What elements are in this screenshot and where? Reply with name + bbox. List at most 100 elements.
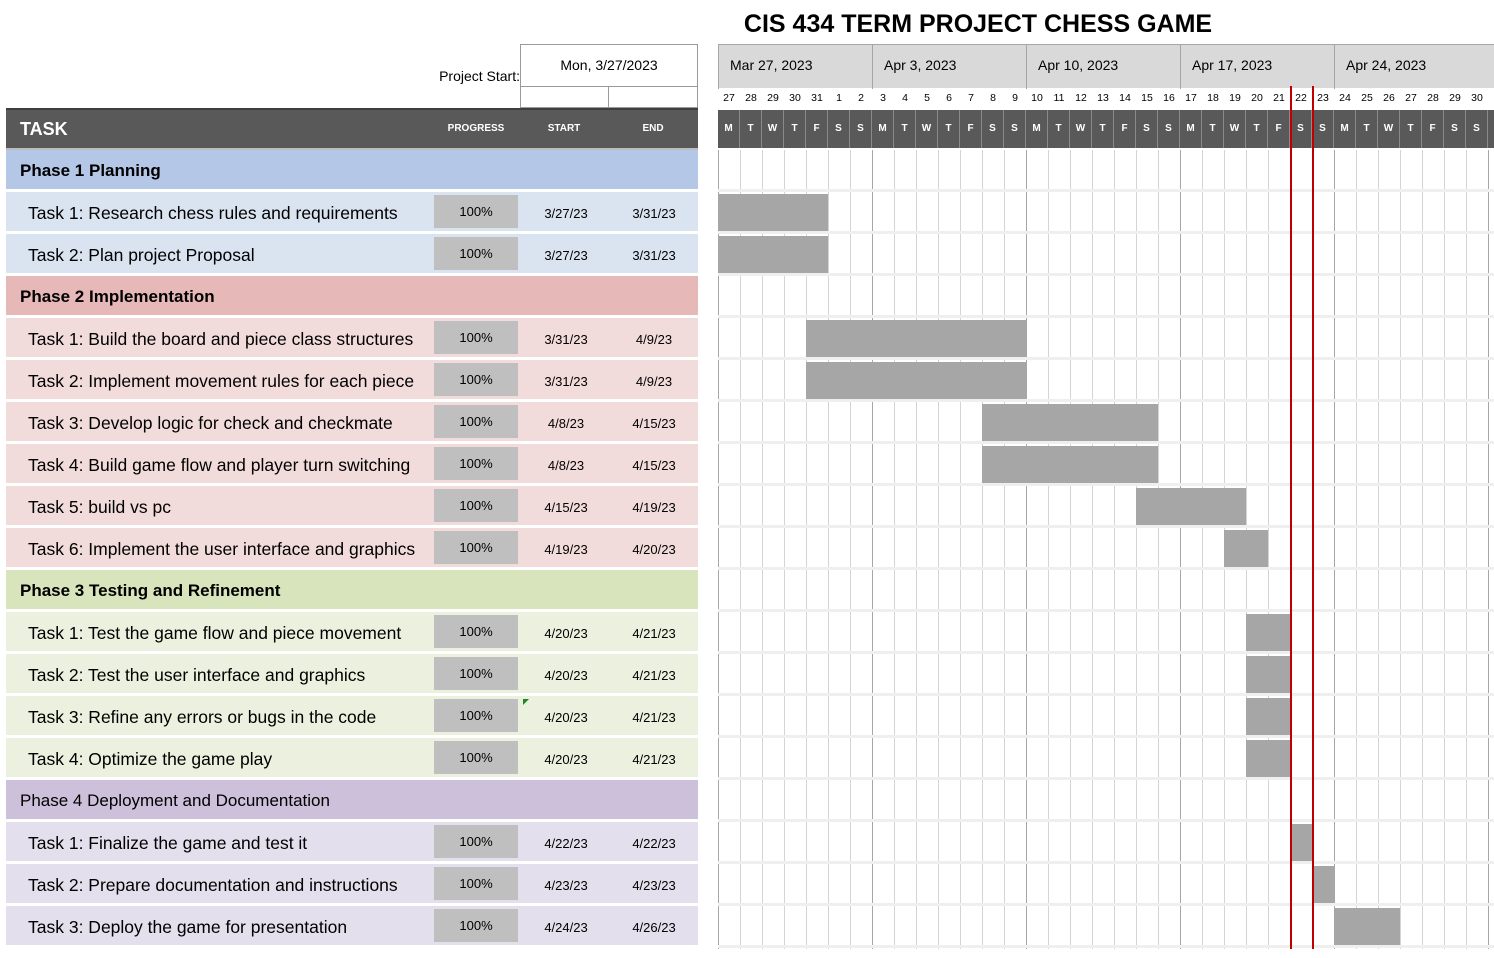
task-start-date[interactable]: 4/15/23 [544, 500, 588, 515]
gantt-bar[interactable] [1246, 698, 1290, 735]
task-progress[interactable]: 100% [434, 447, 518, 480]
task-progress[interactable]: 100% [434, 825, 518, 858]
gantt-bar[interactable] [1136, 488, 1246, 525]
task-start-date[interactable]: 3/27/23 [544, 248, 588, 263]
task-name: Task 1: Research chess rules and require… [28, 203, 398, 223]
task-progress[interactable]: 100% [434, 321, 518, 354]
task-row[interactable]: Task 3: Refine any errors or bugs in the… [6, 696, 698, 738]
task-progress[interactable]: 100% [434, 741, 518, 774]
task-progress[interactable]: 100% [434, 909, 518, 942]
task-end-date[interactable]: 4/23/23 [632, 878, 676, 893]
task-progress[interactable]: 100% [434, 531, 518, 564]
grid-line [1070, 150, 1071, 949]
project-start-cell-left[interactable] [520, 87, 609, 108]
task-start-date[interactable]: 4/8/23 [547, 416, 585, 431]
grid-row-separator [718, 483, 1494, 486]
week-label-text: Apr 3, 2023 [884, 57, 957, 73]
task-start-date[interactable]: 4/20/23 [544, 626, 588, 641]
task-start-date[interactable]: 3/27/23 [544, 206, 588, 221]
gantt-bar[interactable] [1312, 866, 1334, 903]
task-start-date[interactable]: 4/22/23 [544, 836, 588, 851]
gantt-bar[interactable] [806, 320, 1026, 357]
task-progress[interactable]: 100% [434, 657, 518, 690]
task-row[interactable]: Task 1: Test the game flow and piece mov… [6, 612, 698, 654]
task-progress[interactable]: 100% [434, 363, 518, 396]
task-progress[interactable]: 100% [434, 615, 518, 648]
day-number: 23 [1317, 92, 1329, 104]
task-end-date[interactable]: 4/15/23 [632, 458, 676, 473]
task-end-date[interactable]: 3/31/23 [632, 248, 676, 263]
today-marker-line [1312, 86, 1314, 949]
task-row[interactable]: Task 3: Deploy the game for presentation… [6, 906, 698, 948]
phase-name: Phase 4 Deployment and Documentation [20, 791, 330, 810]
task-end-date[interactable]: 4/9/23 [635, 332, 673, 347]
day-number: 29 [767, 92, 779, 104]
project-start-input[interactable]: Mon, 3/27/2023 [520, 44, 698, 87]
task-end-date[interactable]: 4/22/23 [632, 836, 676, 851]
task-end-date[interactable]: 4/21/23 [632, 710, 676, 725]
gantt-bar[interactable] [806, 362, 1026, 399]
task-progress[interactable]: 100% [434, 867, 518, 900]
header-progress: PROGRESS [447, 123, 505, 134]
day-number: 15 [1141, 92, 1153, 104]
task-start-date[interactable]: 4/20/23 [544, 752, 588, 767]
task-row[interactable]: Task 3: Develop logic for check and chec… [6, 402, 698, 444]
task-name: Task 4: Build game flow and player turn … [28, 455, 411, 475]
task-end-date[interactable]: 4/9/23 [635, 374, 673, 389]
task-end-date[interactable]: 4/21/23 [632, 752, 676, 767]
gantt-bar[interactable] [982, 404, 1158, 441]
grid-line [1180, 150, 1181, 949]
task-start-date[interactable]: 4/23/23 [544, 878, 588, 893]
task-name: Task 2: Prepare documentation and instru… [28, 875, 398, 895]
task-row[interactable]: Task 4: Optimize the game play 100% 4/20/2… [6, 738, 698, 780]
task-end-date[interactable]: 3/31/23 [632, 206, 676, 221]
task-end-date[interactable]: 4/26/23 [632, 920, 676, 935]
task-row[interactable]: Task 1: Research chess rules and require… [6, 192, 698, 234]
task-start-date[interactable]: 3/31/23 [544, 332, 588, 347]
task-start-date[interactable]: 4/19/23 [544, 542, 588, 557]
comment-indicator-icon[interactable] [523, 699, 529, 705]
day-letter: S [1004, 110, 1026, 148]
task-end-date[interactable]: 4/21/23 [632, 626, 676, 641]
gantt-bar[interactable] [718, 236, 828, 273]
grid-row-separator [718, 777, 1494, 780]
task-row[interactable]: Task 1: Build the board and piece class … [6, 318, 698, 360]
gantt-bar[interactable] [718, 194, 828, 231]
task-row[interactable]: Task 2: Implement movement rules for eac… [6, 360, 698, 402]
gantt-bar[interactable] [1334, 908, 1400, 945]
task-end-date[interactable]: 4/20/23 [632, 542, 676, 557]
grid-line [718, 150, 719, 949]
task-progress[interactable]: 100% [434, 195, 518, 228]
task-end-date[interactable]: 4/21/23 [632, 668, 676, 683]
task-progress[interactable]: 100% [434, 489, 518, 522]
task-row[interactable]: Task 2: Test the user interface and grap… [6, 654, 698, 696]
task-name: Task 4: Optimize the game play [28, 749, 273, 769]
task-start-date[interactable]: 3/31/23 [544, 374, 588, 389]
task-row[interactable]: Task 4: Build game flow and player turn … [6, 444, 698, 486]
project-start-cell-right[interactable] [608, 87, 698, 108]
task-progress[interactable]: 100% [434, 405, 518, 438]
task-progress[interactable]: 100% [434, 237, 518, 270]
task-progress[interactable]: 100% [434, 699, 518, 732]
task-start-date[interactable]: 4/20/23 [544, 668, 588, 683]
task-start-date[interactable]: 4/24/23 [544, 920, 588, 935]
task-start-date[interactable]: 4/8/23 [547, 458, 585, 473]
task-start-date[interactable]: 4/20/23 [544, 710, 588, 725]
gantt-bar[interactable] [1224, 530, 1268, 567]
task-end-date[interactable]: 4/19/23 [632, 500, 676, 515]
task-end-date[interactable]: 4/15/23 [632, 416, 676, 431]
gantt-bar[interactable] [1246, 614, 1290, 651]
gantt-bar[interactable] [1246, 656, 1290, 693]
gantt-bar[interactable] [982, 446, 1158, 483]
task-row[interactable]: Task 6: Implement the user interface and… [6, 528, 698, 570]
task-row[interactable]: Task 2: Prepare documentation and instru… [6, 864, 698, 906]
grid-line [1268, 150, 1269, 949]
gantt-bar[interactable] [1290, 824, 1312, 861]
day-letter: F [1268, 110, 1290, 148]
task-name: Task 6: Implement the user interface and… [28, 539, 416, 559]
gantt-bar[interactable] [1246, 740, 1290, 777]
day-letter: T [784, 110, 806, 148]
